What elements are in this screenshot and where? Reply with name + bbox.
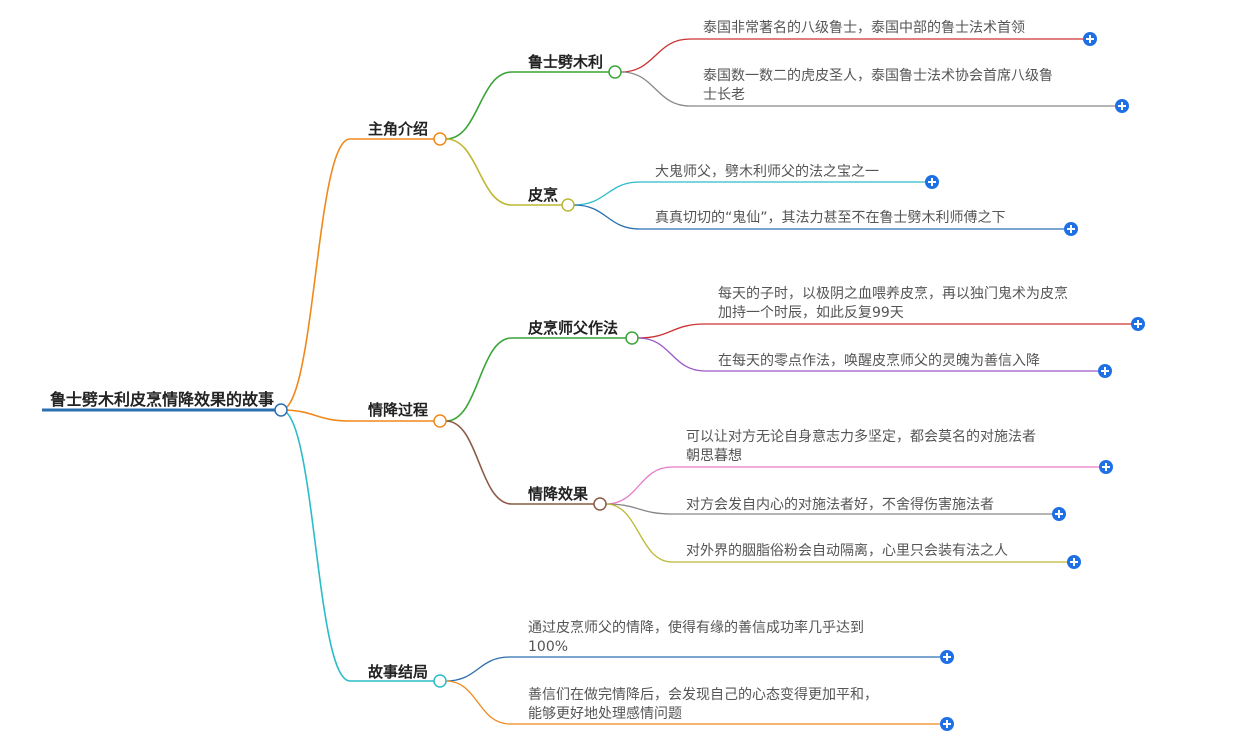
leaf-line: 可以让对方无论自身意志力多坚定，都会莫名的对施法者 [686, 429, 1036, 445]
plus-circle-icon[interactable] [1099, 460, 1113, 474]
leaf-connector [445, 656, 511, 682]
plus-circle-icon[interactable] [940, 650, 954, 664]
subbranch-label-piheng[interactable]: 皮烹 [528, 186, 559, 204]
plus-circle-icon[interactable] [1064, 222, 1078, 236]
subbranch-node-toggle[interactable] [625, 331, 639, 345]
leaf-connector [605, 466, 673, 505]
plus-circle-icon[interactable] [1083, 32, 1097, 46]
plus-circle-icon[interactable] [1115, 99, 1129, 113]
leaf-connector [573, 204, 641, 230]
leaf-connector [573, 181, 641, 206]
root-node-toggle[interactable] [274, 403, 288, 417]
root-node-label[interactable]: 鲁士劈木利皮烹情降效果的故事 [50, 390, 275, 409]
leaf-line: 善信们在做完情降后，会发现自己的心态变得更加平和， [528, 687, 878, 703]
subbranch-label-ritual[interactable]: 皮烹师父作法 [528, 319, 619, 337]
leaf-line: 每天的子时，以极阴之血喂养皮烹，再以独门鬼术为皮烹 [718, 286, 1068, 302]
branch-node-toggle[interactable] [433, 674, 447, 688]
leaf-connector [445, 680, 511, 725]
branch-label-ending[interactable]: 故事结局 [368, 663, 429, 681]
subbranch-label-effect[interactable]: 情降效果 [528, 485, 589, 503]
leaf-text[interactable]: 每天的子时，以极阴之血喂养皮烹，再以独门鬼术为皮烹 加持一个时辰，如此反复99天 [718, 285, 1118, 323]
leaf-connector [637, 323, 706, 339]
branch-connector [280, 409, 351, 682]
leaf-connector [637, 337, 706, 372]
leaf-text[interactable]: 善信们在做完情降后，会发现自己的心态变得更加平和， 能够更好地处理感情问题 [528, 686, 928, 724]
leaf-text[interactable]: 泰国数一数二的虎皮圣人，泰国鲁士法术协会首席八级鲁 士长老 [703, 67, 1103, 105]
leaf-line: 真真切切的“鬼仙”，其法力甚至不在鲁士劈木利师傅之下 [655, 210, 1006, 226]
subbranch-connector [445, 337, 513, 422]
branch-connector [280, 138, 351, 411]
plus-circle-icon[interactable] [1067, 555, 1081, 569]
leaf-text[interactable]: 在每天的零点作法，唤醒皮烹师父的灵魄为善信入降 [718, 352, 1098, 371]
leaf-line: 对方会发自内心的对施法者好，不舍得伤害施法者 [686, 497, 994, 513]
plus-circle-icon[interactable] [1131, 317, 1145, 331]
plus-circle-icon[interactable] [925, 175, 939, 189]
branch-node-toggle[interactable] [433, 132, 447, 146]
leaf-text[interactable]: 真真切切的“鬼仙”，其法力甚至不在鲁士劈木利师傅之下 [655, 209, 1065, 228]
branch-connector [280, 409, 351, 422]
subbranch-node-toggle[interactable] [593, 497, 607, 511]
branch-node-toggle[interactable] [433, 414, 447, 428]
leaf-line: 泰国数一数二的虎皮圣人，泰国鲁士法术协会首席八级鲁 [703, 68, 1053, 84]
plus-circle-icon[interactable] [940, 717, 954, 731]
subbranch-label-lushi[interactable]: 鲁士劈木利 [528, 53, 604, 71]
leaf-text[interactable]: 对方会发自内心的对施法者好，不舍得伤害施法者 [686, 496, 1046, 515]
subbranch-node-toggle[interactable] [561, 198, 575, 212]
leaf-text[interactable]: 泰国非常著名的八级鲁士，泰国中部的鲁士法术首领 [703, 19, 1093, 38]
leaf-line: 对外界的胭脂俗粉会自动隔离，心里只会装有法之人 [686, 543, 1008, 559]
subbranch-connector [445, 138, 513, 206]
leaf-line: 加持一个时辰，如此反复99天 [718, 305, 904, 321]
leaf-line: 士长老 [703, 87, 745, 103]
leaf-connector [605, 503, 673, 515]
leaf-line: 在每天的零点作法，唤醒皮烹师父的灵魄为善信入降 [718, 353, 1040, 369]
leaf-line: 通过皮烹师父的情降，使得有缘的善信成功率几乎达到 [528, 620, 864, 636]
leaf-line: 泰国非常著名的八级鲁士，泰国中部的鲁士法术首领 [703, 20, 1025, 36]
leaf-connector [620, 71, 691, 107]
leaf-text[interactable]: 通过皮烹师父的情降，使得有缘的善信成功率几乎达到 100% [528, 619, 928, 657]
leaf-line: 朝思暮想 [686, 448, 742, 464]
leaf-text[interactable]: 大鬼师父，劈木利师父的法之宝之一 [655, 163, 925, 182]
leaf-line: 100% [528, 639, 569, 655]
leaf-connector [620, 38, 691, 73]
plus-circle-icon[interactable] [1052, 507, 1066, 521]
subbranch-connector [445, 420, 513, 505]
subbranch-connector [445, 71, 513, 140]
branch-label-intro[interactable]: 主角介绍 [368, 120, 429, 138]
leaf-text[interactable]: 可以让对方无论自身意志力多坚定，都会莫名的对施法者 朝思暮想 [686, 428, 1096, 466]
subbranch-node-toggle[interactable] [608, 65, 622, 79]
plus-circle-icon[interactable] [1098, 364, 1112, 378]
leaf-line: 能够更好地处理感情问题 [528, 706, 682, 722]
branch-label-process[interactable]: 情降过程 [368, 401, 429, 419]
leaf-line: 大鬼师父，劈木利师父的法之宝之一 [655, 164, 879, 180]
leaf-text[interactable]: 对外界的胭脂俗粉会自动隔离，心里只会装有法之人 [686, 542, 1056, 561]
leaf-connector [605, 503, 673, 563]
